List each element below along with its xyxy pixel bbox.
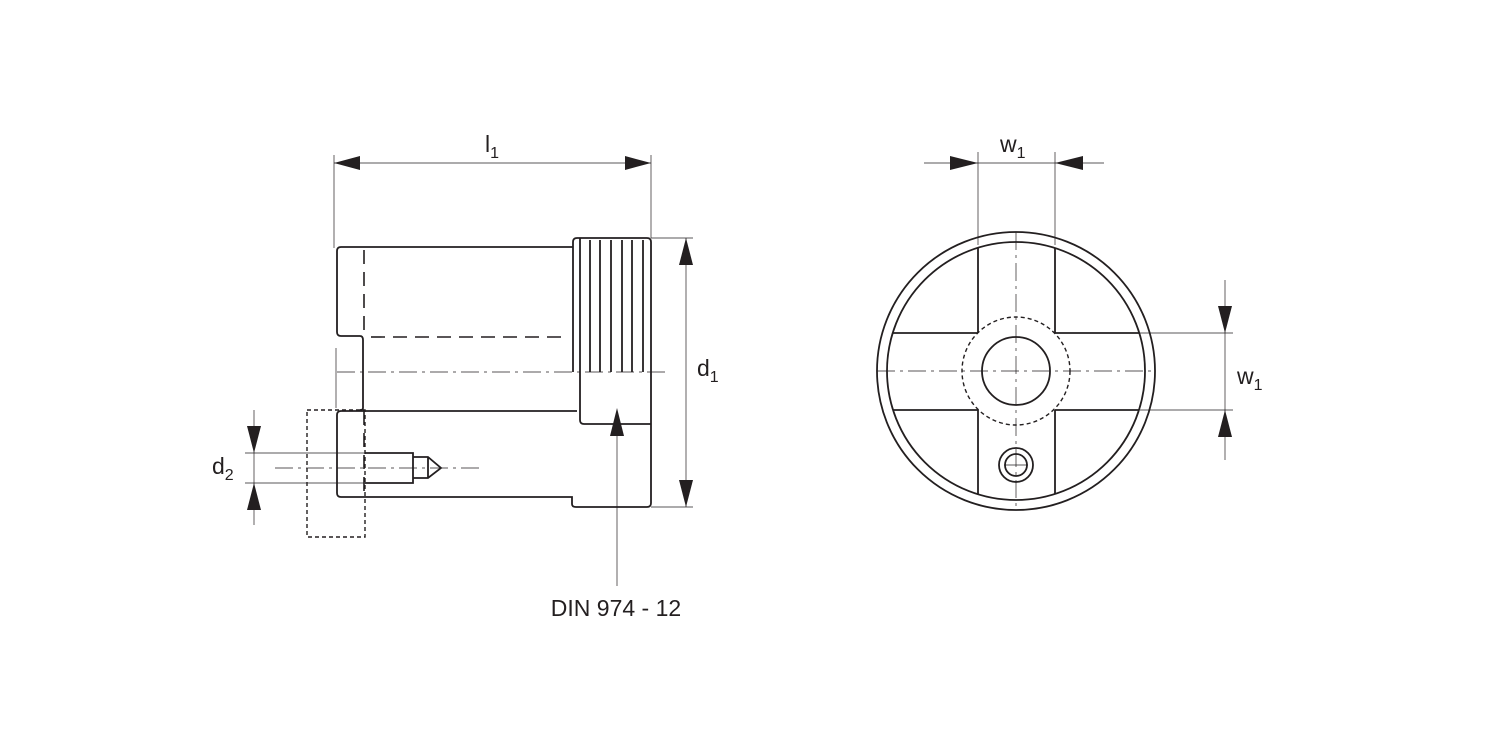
arrow-down-icon: [1218, 306, 1232, 333]
dotted-boundary: [306, 409, 366, 538]
d1-label: d1: [697, 355, 719, 386]
arrow-up-icon: [1218, 410, 1232, 437]
d2-label: d2: [212, 453, 234, 484]
din-callout-label: DIN 974 - 12: [551, 595, 681, 621]
end-view: w1 w1: [876, 131, 1263, 511]
arrow-down-icon: [247, 426, 261, 453]
arrow-left-icon: [334, 156, 360, 170]
head-step-outline: [579, 238, 651, 425]
l1-label: l1: [485, 131, 499, 162]
arrow-up-icon: [679, 238, 693, 265]
body-lower-outline: [336, 237, 652, 508]
arrow-right-icon: [950, 156, 978, 170]
arrow-right-icon: [625, 156, 651, 170]
body-upper-outline: [336, 246, 573, 411]
arrow-left-icon: [1055, 156, 1083, 170]
arrow-up-icon: [610, 408, 624, 436]
arrow-up-icon: [247, 483, 261, 510]
knurl-lines: [589, 240, 644, 372]
w1-top-label: w1: [999, 131, 1026, 162]
cross-slots: [893, 248, 1139, 494]
side-view: l1 d2: [212, 131, 719, 621]
arrow-down-icon: [679, 480, 693, 507]
w1-right-label: w1: [1236, 363, 1263, 394]
